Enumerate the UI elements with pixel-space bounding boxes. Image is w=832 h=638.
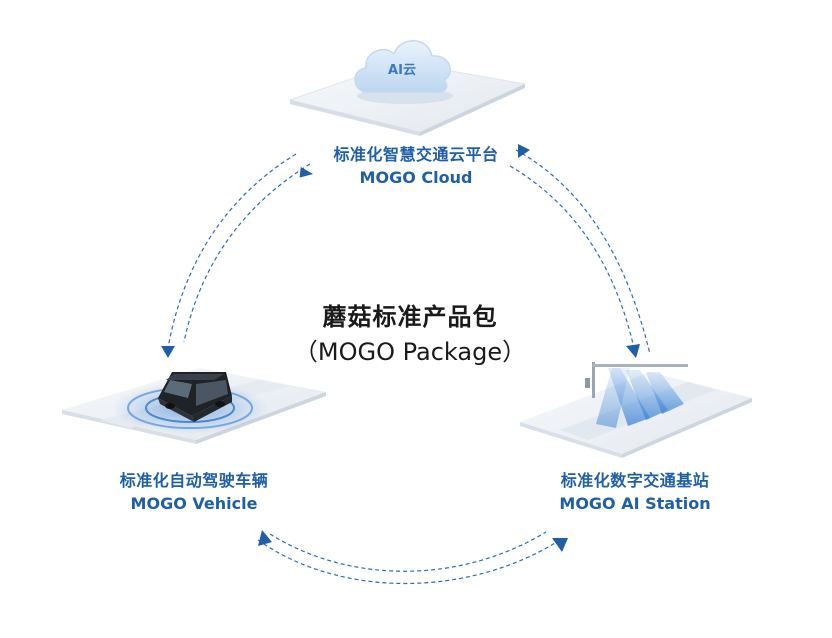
cloud-icon: AI云 bbox=[354, 40, 453, 104]
connector-cloud-station bbox=[509, 149, 651, 355]
station-label-en: MOGO AI Station bbox=[559, 494, 711, 513]
cloud-icon-text: AI云 bbox=[388, 63, 416, 78]
cloud-label-zh: 标准化智慧交通云平台 bbox=[333, 145, 499, 164]
vehicle-node bbox=[62, 368, 326, 444]
arrow-head-icon bbox=[161, 346, 175, 358]
cloud-label-en: MOGO Cloud bbox=[359, 168, 473, 187]
vehicle-label: 标准化自动驾驶车辆 MOGO Vehicle bbox=[84, 470, 304, 516]
cloud-label: 标准化智慧交通云平台 MOGO Cloud bbox=[296, 144, 536, 190]
vehicle-label-en: MOGO Vehicle bbox=[130, 494, 258, 513]
arrow-head-icon bbox=[626, 344, 640, 358]
station-node bbox=[520, 362, 752, 458]
arrow-head-icon bbox=[518, 144, 530, 158]
sensor-beams-icon bbox=[596, 368, 684, 428]
center-title: 蘑菇标准产品包 （MOGO Package） bbox=[260, 300, 560, 370]
cloud-node: AI云 bbox=[288, 40, 527, 136]
arrow-head-icon bbox=[258, 530, 272, 546]
vehicle-label-zh: 标准化自动驾驶车辆 bbox=[119, 471, 269, 490]
arrow-head-icon bbox=[299, 166, 314, 178]
center-title-en: （MOGO Package） bbox=[293, 338, 527, 366]
station-label-zh: 标准化数字交通基站 bbox=[560, 471, 710, 490]
arrow-head-icon bbox=[552, 538, 568, 552]
station-label: 标准化数字交通基站 MOGO AI Station bbox=[520, 470, 750, 516]
center-title-zh: 蘑菇标准产品包 bbox=[322, 303, 498, 331]
gantry-pole-icon bbox=[585, 362, 688, 398]
bus-icon bbox=[158, 372, 232, 422]
connector-vehicle-station bbox=[257, 531, 561, 584]
connector-cloud-vehicle bbox=[167, 153, 311, 349]
